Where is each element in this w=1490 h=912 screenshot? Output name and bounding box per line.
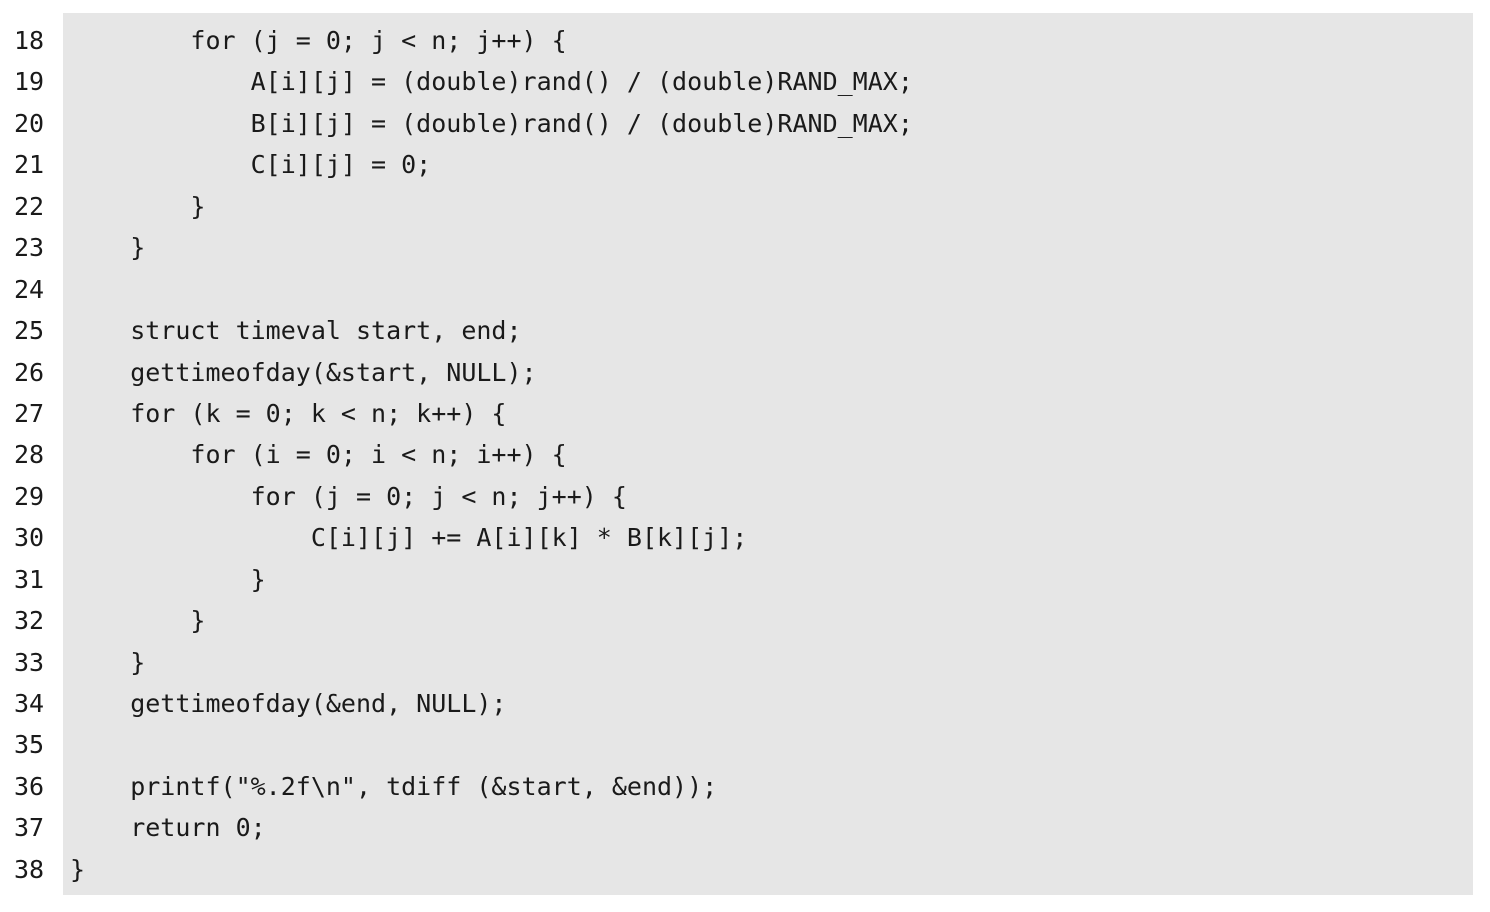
code-line: 32 } (0, 600, 1490, 641)
code-line: 34 gettimeofday(&end, NULL); (0, 683, 1490, 724)
code-text: } (70, 233, 146, 263)
code-listing: 18 for (j = 0; j < n; j++) { 19 A[i][j] … (0, 20, 1490, 890)
line-number: 27 (14, 398, 45, 428)
code-text: return 0; (70, 813, 266, 843)
code-line: 27 for (k = 0; k < n; k++) { (0, 393, 1490, 434)
code-line: 22 } (0, 186, 1490, 227)
code-text: } (70, 647, 146, 677)
code-block-background (63, 13, 1473, 895)
code-text: printf("%.2f\n", tdiff (&start, &end)); (70, 771, 718, 801)
code-line: 19 A[i][j] = (double)rand() / (double)RA… (0, 61, 1490, 102)
code-line: 20 B[i][j] = (double)rand() / (double)RA… (0, 103, 1490, 144)
code-line: 30 C[i][j] += A[i][k] * B[k][j]; (0, 517, 1490, 558)
code-text: for (i = 0; i < n; i++) { (70, 440, 567, 470)
line-number: 37 (14, 813, 45, 843)
code-text: } (70, 854, 86, 884)
code-text: } (70, 191, 206, 221)
code-line: 35 (0, 724, 1490, 765)
code-line: 21 C[i][j] = 0; (0, 144, 1490, 185)
line-number: 31 (14, 564, 45, 594)
code-text: A[i][j] = (double)rand() / (double)RAND_… (70, 67, 913, 97)
code-line: 25 struct timeval start, end; (0, 310, 1490, 351)
line-number: 21 (14, 150, 45, 180)
code-line: 26 gettimeofday(&start, NULL); (0, 352, 1490, 393)
line-number: 35 (14, 730, 45, 760)
code-line: 29 for (j = 0; j < n; j++) { (0, 476, 1490, 517)
line-number: 34 (14, 689, 45, 718)
line-number: 26 (14, 357, 45, 387)
line-number: 25 (14, 316, 45, 346)
code-text: gettimeofday(&start, NULL); (70, 357, 537, 387)
code-line: 36 printf("%.2f\n", tdiff (&start, &end)… (0, 766, 1490, 807)
line-number: 18 (14, 26, 45, 55)
code-text: B[i][j] = (double)rand() / (double)RAND_… (70, 108, 913, 138)
code-line: 37 return 0; (0, 807, 1490, 848)
code-line: 24 (0, 269, 1490, 310)
code-text: for (j = 0; j < n; j++) { (70, 481, 627, 511)
line-number: 38 (14, 854, 45, 884)
code-line: 31 } (0, 559, 1490, 600)
code-line: 18 for (j = 0; j < n; j++) { (0, 20, 1490, 61)
line-number: 24 (14, 274, 45, 304)
line-number: 19 (14, 67, 45, 97)
line-number: 20 (14, 108, 45, 138)
code-text: struct timeval start, end; (70, 316, 522, 346)
code-text: for (k = 0; k < n; k++) { (70, 398, 507, 428)
code-line: 28 for (i = 0; i < n; i++) { (0, 434, 1490, 475)
code-text: } (70, 564, 266, 594)
line-number: 23 (14, 233, 45, 263)
line-number: 28 (14, 440, 45, 470)
code-text: gettimeofday(&end, NULL); (70, 689, 507, 718)
line-number: 22 (14, 191, 45, 221)
code-text: for (j = 0; j < n; j++) { (70, 26, 567, 55)
code-text: C[i][j] += A[i][k] * B[k][j]; (70, 523, 748, 553)
line-number: 36 (14, 771, 45, 801)
code-line: 33 } (0, 642, 1490, 683)
code-line: 23 } (0, 227, 1490, 268)
code-line: 38} (0, 849, 1490, 890)
code-text: } (70, 606, 206, 636)
line-number: 32 (14, 606, 45, 636)
line-number: 33 (14, 647, 45, 677)
code-text: C[i][j] = 0; (70, 150, 432, 180)
line-number: 30 (14, 523, 45, 553)
line-number: 29 (14, 481, 45, 511)
